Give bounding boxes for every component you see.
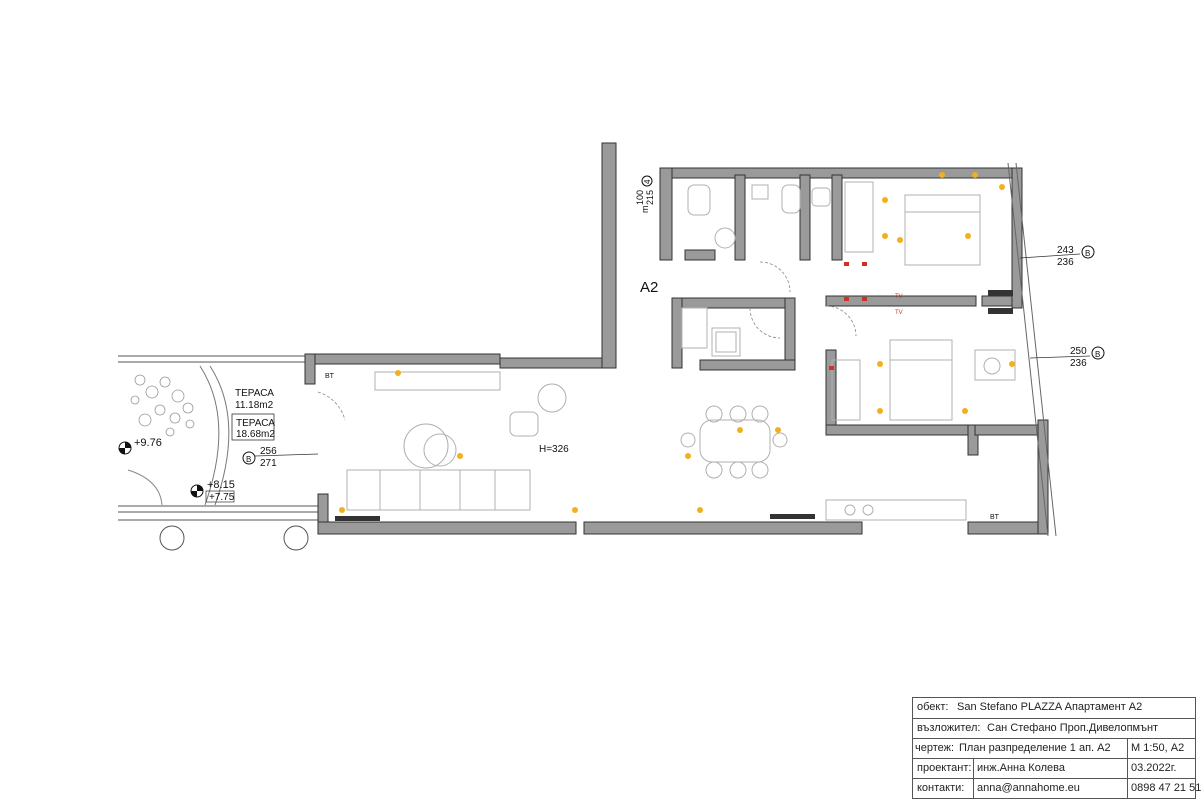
toilet-2: [781, 184, 801, 214]
utility-box: [711, 327, 741, 357]
terrace-area-2: 18.68m2: [236, 429, 275, 440]
ceiling-height-label: H=326: [539, 444, 569, 455]
title-row-client: възложител: Сан Стефано Проп.Дивелопмънт: [913, 718, 1195, 738]
terrace-area-1: 11.18m2: [235, 400, 274, 411]
window-tag-3: B 256 271: [242, 446, 319, 469]
radiators: [335, 290, 1013, 521]
svg-text:271: 271: [260, 458, 277, 469]
svg-text:250: 250: [1070, 346, 1087, 357]
light-fixtures: [339, 172, 1015, 513]
sink-2: [811, 187, 831, 207]
sink-1: [714, 227, 736, 249]
bt-label-right: BT: [990, 514, 1000, 521]
door-tag: 100 215 m 4: [635, 175, 655, 214]
apartment-label: A2: [640, 279, 658, 296]
svg-text:236: 236: [1070, 358, 1087, 369]
desk: [974, 349, 1016, 381]
desk-chair: [983, 357, 1001, 375]
level-marker-bottom: +8.15 +7.75: [190, 479, 235, 503]
svg-text:215: 215: [645, 190, 655, 205]
toilet-1: [687, 184, 711, 216]
title-row-object: обект: San Stefano PLAZZA Апартамент А2: [913, 698, 1195, 718]
window-tag-2: 250 236 B: [1029, 346, 1105, 369]
object-value: San Stefano PLAZZA Апартамент А2: [957, 701, 1143, 713]
coffee-table: [403, 423, 449, 469]
svg-text:243: 243: [1057, 245, 1074, 256]
wardrobe-1: [844, 181, 874, 253]
bed-1: [904, 194, 981, 266]
furniture: [346, 181, 1016, 521]
svg-text:+8.15: +8.15: [207, 479, 235, 491]
level-marker-top: +9.76: [118, 437, 162, 455]
wardrobe-2: [831, 359, 861, 421]
svg-text:m: m: [640, 206, 650, 214]
tv-console: [374, 371, 501, 391]
kitchen-counter: [825, 499, 967, 521]
scale-value: М 1:50, А2: [1131, 742, 1185, 754]
title-row-contacts: контакти: anna@annahome.eu 0898 47 21 51: [913, 778, 1201, 798]
svg-text:4: 4: [643, 179, 652, 184]
outlets: [829, 262, 867, 370]
wardrobe-3: [681, 307, 708, 349]
title-row-designer: проектант: инж.Анна Колева 03.2022г.: [913, 758, 1195, 778]
dining-table: [699, 419, 771, 463]
svg-text:256: 256: [260, 446, 277, 457]
object-label: обект:: [917, 701, 949, 713]
svg-text:+9.76: +9.76: [134, 437, 162, 449]
designer-value: инж.Анна Колева: [977, 762, 1065, 774]
client-value: Сан Стефано Проп.Дивелопмънт: [987, 722, 1159, 734]
door-swings: [317, 261, 857, 421]
client-label: възложител:: [917, 722, 981, 734]
terrace-name-2: ТЕРАСА: [236, 418, 275, 429]
bt-label-left: BT: [325, 373, 335, 380]
date-value: 03.2022г.: [1131, 762, 1177, 774]
drawing-label: чертеж:: [915, 742, 955, 754]
designer-label: проектант:: [917, 762, 972, 774]
sofa: [346, 469, 531, 511]
planter-shrubs: [130, 374, 195, 437]
svg-text:100: 100: [635, 190, 645, 205]
svg-text:236: 236: [1057, 257, 1074, 268]
svg-text:B: B: [1085, 249, 1090, 258]
terrace-name-1: ТЕРАСА: [235, 388, 274, 399]
terrace-area: [118, 355, 318, 551]
tv-label-2: TV: [895, 310, 903, 316]
walls: [304, 142, 1049, 535]
svg-text:B: B: [1095, 350, 1100, 359]
window-tag-1: 243 236 B: [1019, 245, 1095, 268]
tv-label-1: TV: [895, 294, 903, 300]
bed-2: [889, 339, 953, 421]
title-row-drawing: чертеж: План разпределение 1 ап. А2 М 1:…: [913, 738, 1195, 758]
contacts-label: контакти:: [917, 782, 965, 794]
svg-text:B: B: [246, 455, 251, 464]
title-block: обект: San Stefano PLAZZA Апартамент А2 …: [912, 697, 1201, 799]
email-value: anna@annahome.eu: [977, 782, 1080, 794]
svg-text:+7.75: +7.75: [209, 492, 235, 503]
phone-value: 0898 47 21 51: [1131, 782, 1201, 794]
facade-lines: [1007, 162, 1057, 537]
armchair: [537, 383, 567, 413]
terrace-area-box: [231, 413, 275, 441]
shower-drain: [751, 184, 769, 200]
drawing-value: План разпределение 1 ап. А2: [959, 742, 1111, 754]
